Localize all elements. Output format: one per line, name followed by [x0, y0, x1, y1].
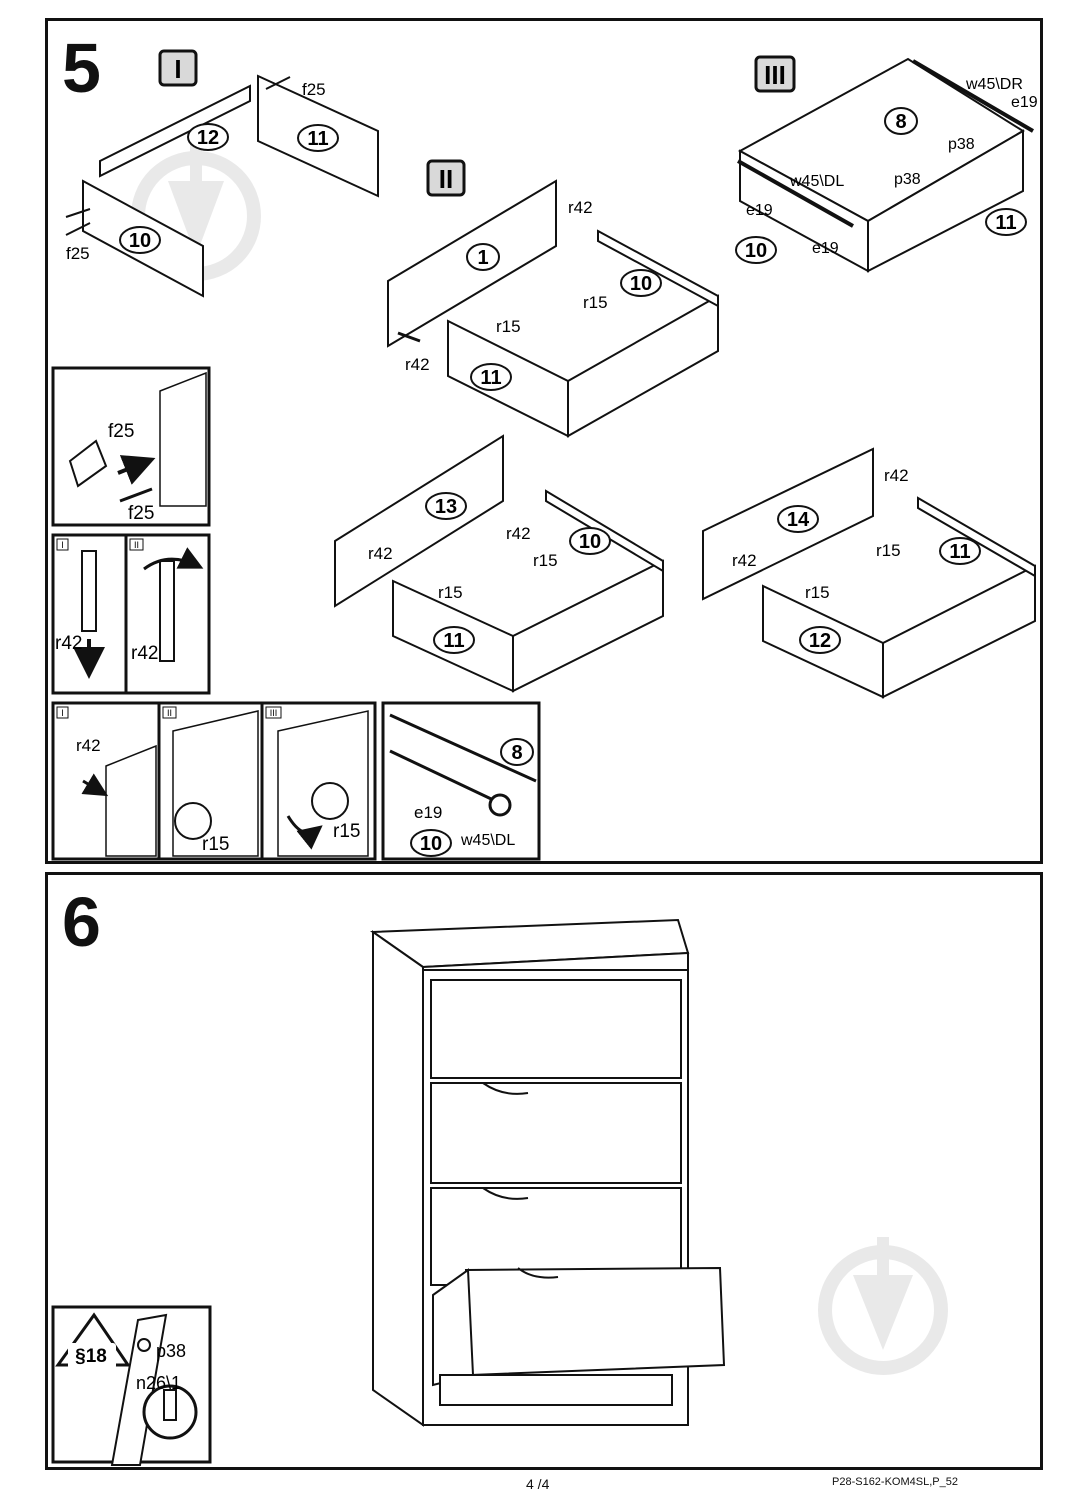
svg-text:12: 12 [197, 127, 219, 149]
part-11-label: 11 [297, 124, 339, 152]
inset-r42-steps: I II r42 r42 [51, 533, 211, 695]
fitting-w45dl-label: w45\DL [789, 173, 844, 190]
part-10-label: 10 [119, 226, 161, 254]
inset-tag-ii: II [134, 540, 139, 550]
step-6-illustration: §18 p38 n26\1 [51, 918, 948, 1466]
fitting-f25-label: f25 [66, 244, 90, 263]
svg-text:11: 11 [443, 630, 464, 652]
svg-text:12: 12 [809, 630, 831, 652]
part-8-label: 8 [884, 107, 918, 135]
inset-r15-steps: I II III r42 r15 r15 [51, 701, 377, 861]
assembly-drawer-runners [737, 57, 1035, 273]
page-number: 4 /4 [526, 1476, 550, 1492]
fitting-r42-label: r42 [884, 466, 909, 485]
part-10-label: 10 [735, 236, 777, 264]
part-13-label: 13 [425, 492, 467, 520]
svg-text:II: II [439, 164, 453, 194]
inset-tag-ii: II [167, 708, 172, 718]
fitting-f25-label: f25 [108, 421, 134, 442]
inset-tag-i: I [61, 540, 64, 550]
fitting-p38-label: p38 [156, 1341, 186, 1361]
chest-of-drawers [369, 918, 726, 1427]
svg-text:11: 11 [949, 541, 970, 563]
svg-text:13: 13 [435, 496, 457, 518]
fitting-r15-label: r15 [583, 293, 608, 312]
part-11-label: 11 [985, 208, 1027, 236]
svg-text:10: 10 [630, 273, 652, 295]
inset-f25-dowels: f25 f25 [51, 366, 211, 527]
fitting-r42-label: r42 [76, 736, 101, 755]
fitting-r42-label: r42 [568, 198, 593, 217]
svg-text:I: I [174, 54, 181, 84]
fitting-r42-label: r42 [368, 544, 393, 563]
part-11-label: 11 [470, 363, 512, 391]
svg-text:1: 1 [477, 247, 488, 269]
substep-tag-i: I [158, 49, 198, 87]
svg-text:10: 10 [129, 230, 151, 252]
fitting-r42-label: r42 [405, 355, 430, 374]
step-6-panel: 6 §18 [45, 872, 1043, 1470]
step-number: 5 [62, 29, 101, 107]
step-number: 6 [62, 883, 101, 961]
fitting-r15-label: r15 [333, 821, 360, 842]
substep-tag-iii: III [754, 55, 796, 93]
fitting-r15-label: r15 [202, 834, 229, 855]
inset-runner-detail: 8 10 e19 w45\DL [381, 701, 541, 861]
part-1-label: 1 [466, 243, 500, 271]
fitting-r42-label: r42 [55, 633, 82, 654]
fitting-f25-label: f25 [302, 80, 326, 99]
document-code: P28-S162-KOM4SL,P_52 [832, 1476, 958, 1488]
fitting-p38-label: p38 [948, 136, 975, 153]
fitting-e19-label: e19 [1011, 94, 1038, 111]
fitting-r15-label: r15 [438, 583, 463, 602]
svg-text:11: 11 [995, 212, 1016, 234]
part-12-label: 12 [799, 626, 841, 654]
assembly-drawer-front-13 [334, 434, 664, 693]
svg-text:8: 8 [895, 111, 906, 133]
inset-tag-iii: III [270, 708, 278, 718]
fitting-e19-label: e19 [812, 240, 839, 257]
part-11-label: 11 [433, 626, 475, 654]
warning-label: §18 [75, 1346, 107, 1367]
watermark-icon [818, 1237, 948, 1375]
svg-text:10: 10 [579, 531, 601, 553]
fitting-f25-label: f25 [128, 503, 154, 524]
fitting-r15-label: r15 [805, 583, 830, 602]
svg-text:11: 11 [307, 128, 328, 150]
part-8-label: 8 [511, 742, 522, 764]
fitting-w45dl-label: w45\DL [460, 832, 515, 849]
assembly-drawer-front-1 [387, 179, 719, 438]
part-12-label: 12 [187, 123, 229, 151]
inset-wall-safety: §18 p38 n26\1 [51, 1305, 212, 1466]
inset-tag-i: I [61, 708, 64, 718]
assembly-drawer-front-14 [702, 447, 1036, 699]
svg-text:14: 14 [787, 509, 810, 531]
fitting-p38-label: p38 [894, 171, 921, 188]
part-11-label: 11 [939, 537, 981, 565]
fitting-n26-label: n26\1 [136, 1373, 181, 1393]
fitting-r42-label: r42 [732, 551, 757, 570]
svg-text:11: 11 [480, 367, 501, 389]
fitting-e19-label: e19 [746, 202, 773, 219]
fitting-r15-label: r15 [876, 541, 901, 560]
fitting-r42-label: r42 [131, 643, 158, 664]
step-5-illustration: I II III 12 11 10 [51, 49, 1038, 861]
part-10-label: 10 [420, 833, 442, 855]
part-10-label: 10 [620, 269, 662, 297]
fitting-r15-label: r15 [533, 551, 558, 570]
fitting-w45dr-label: w45\DR [965, 76, 1023, 93]
svg-text:10: 10 [745, 240, 767, 262]
part-10-label: 10 [569, 527, 611, 555]
step-5-panel: 5 I II III [45, 18, 1043, 864]
fitting-r15-label: r15 [496, 317, 521, 336]
part-14-label: 14 [777, 505, 819, 533]
substep-tag-ii: II [426, 159, 466, 197]
fitting-e19-label: e19 [414, 803, 442, 822]
svg-text:III: III [764, 60, 786, 90]
fitting-r42-label: r42 [506, 524, 531, 543]
